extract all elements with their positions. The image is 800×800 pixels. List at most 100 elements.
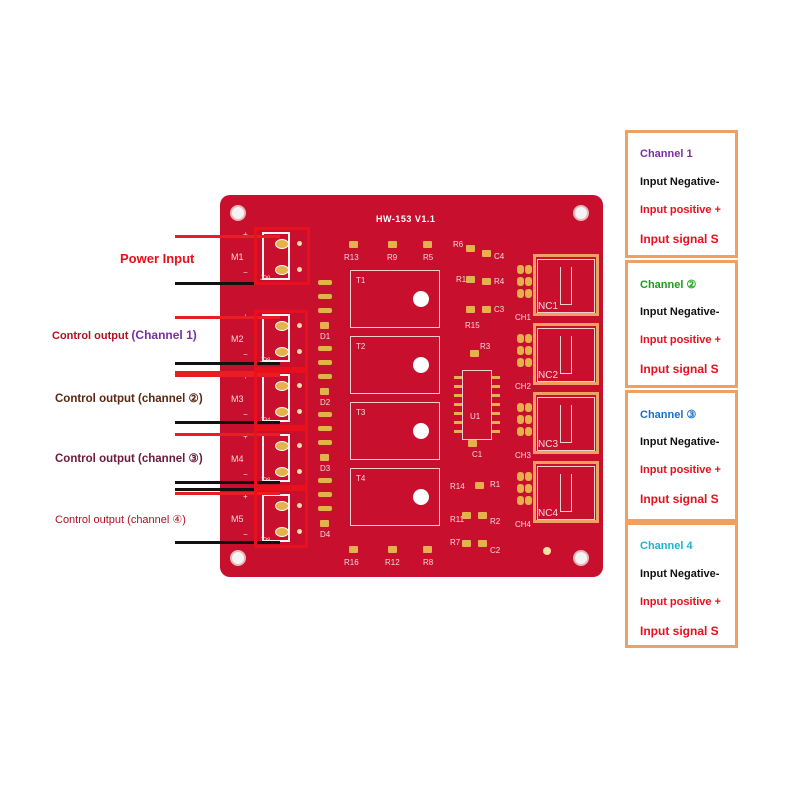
mosfet-pin — [318, 374, 332, 379]
channel-panel-positive: Input positive + — [640, 334, 721, 346]
mosfet — [350, 270, 440, 328]
opto-block — [537, 259, 595, 313]
wire-positive — [175, 316, 280, 319]
wire-negative — [175, 362, 280, 365]
terminal-label: M1 — [231, 252, 244, 262]
mosfet-pin — [318, 346, 332, 351]
silk-r11: R11 — [450, 515, 465, 524]
opto-label: NC4 — [538, 508, 559, 519]
ic-pin — [454, 430, 462, 433]
opto-outline — [560, 336, 572, 374]
terminal-via — [297, 241, 302, 246]
channel-panel: Channel ② Input Negative- Input positive… — [625, 260, 738, 388]
input-pin-pad — [517, 289, 524, 298]
silk-r2: R2 — [490, 517, 501, 526]
pad — [482, 306, 491, 313]
silk-r13: R13 — [344, 253, 359, 262]
channel-label: CH1 — [515, 313, 532, 322]
diode-pad — [320, 388, 329, 395]
mosfet — [350, 336, 440, 394]
wire-negative — [175, 488, 280, 491]
silk-r4: R4 — [494, 277, 505, 286]
terminal-plus: + — [243, 432, 248, 441]
diode-label: D3 — [320, 464, 331, 473]
terminal-jp: JP8 — [260, 358, 271, 364]
ch1-suffix: (Channel 1) — [131, 328, 197, 342]
ic-pin — [492, 394, 500, 397]
channel-panel: Channel ③ Input Negative- Input positive… — [625, 390, 738, 522]
mosfet-pin — [318, 478, 332, 483]
power-input-label: Power Input — [120, 251, 195, 266]
diode-label: D2 — [320, 398, 331, 407]
ic-pin — [492, 421, 500, 424]
channel-panel-negative: Input Negative- — [640, 306, 720, 318]
pad — [462, 512, 471, 519]
mount-hole-tl — [230, 205, 246, 221]
ch4-input-highlight — [533, 461, 599, 523]
silk-r14: R14 — [450, 482, 465, 491]
terminal-via — [297, 267, 302, 272]
opto-outline — [560, 405, 572, 443]
pad — [388, 241, 397, 248]
ic-pin — [454, 385, 462, 388]
input-pin-pad — [525, 496, 532, 505]
input-pin-pad — [525, 472, 532, 481]
silk-r7: R7 — [450, 538, 461, 547]
pad — [470, 350, 479, 357]
output4-highlight — [254, 488, 308, 548]
terminal-via — [297, 383, 302, 388]
terminal-pad — [275, 265, 289, 275]
ch1-prefix: Control output — [52, 330, 132, 342]
input-pin-pad — [517, 484, 524, 493]
wire-positive — [175, 374, 280, 377]
terminal-via — [297, 349, 302, 354]
terminal-block — [262, 314, 290, 362]
silk-r10: R10 — [456, 275, 471, 284]
input-pin-pad — [525, 289, 532, 298]
diode-label: D1 — [320, 332, 331, 341]
channel-panel-title: Channel 1 — [640, 148, 693, 160]
input-pin-pad — [517, 358, 524, 367]
silk-r16: R16 — [344, 558, 359, 567]
wire-negative — [175, 282, 280, 285]
opto-block — [537, 397, 595, 451]
terminal-pad — [275, 347, 289, 357]
terminal-via — [297, 409, 302, 414]
opto-outline — [560, 474, 572, 512]
pad — [478, 512, 487, 519]
mosfet-pin — [318, 440, 332, 445]
channel-panel-signal: Input signal S — [640, 232, 719, 246]
channel-panel: Channel 4 Input Negative- Input positive… — [625, 522, 738, 648]
silk-u1: U1 — [470, 412, 481, 421]
ic-pin — [492, 385, 500, 388]
terminal-label: M3 — [231, 394, 244, 404]
mosfet-pin — [318, 492, 332, 497]
ic-pin — [454, 376, 462, 379]
input-pin-pad — [517, 334, 524, 343]
ch2-input-highlight — [533, 323, 599, 385]
mosfet-label: T4 — [356, 474, 366, 483]
input-pin-pad — [517, 277, 524, 286]
channel-panel-signal: Input signal S — [640, 492, 719, 506]
pad — [466, 306, 475, 313]
pad — [349, 241, 358, 248]
input-pin-pad — [517, 415, 524, 424]
control-output-ch3-label: Control output (channel ③) — [55, 453, 203, 465]
silk-r5: R5 — [423, 253, 434, 262]
ic-pin — [492, 412, 500, 415]
terminal-label: M5 — [231, 514, 244, 524]
ic-pin — [492, 403, 500, 406]
terminal-minus: − — [243, 410, 248, 419]
opto-block — [537, 328, 595, 382]
pad — [466, 276, 475, 283]
input-pin-pad — [525, 358, 532, 367]
ic-pin — [454, 403, 462, 406]
channel-panel-title: Channel ③ — [640, 409, 697, 421]
terminal-block — [262, 232, 290, 280]
silk-r6: R6 — [453, 240, 464, 249]
mosfet-pin — [318, 280, 332, 285]
led-dot — [543, 547, 551, 555]
channel-panel-title: Channel 4 — [640, 540, 693, 552]
control-output-ch2-label: Control output (channel ②) — [55, 393, 203, 405]
control-output-ch4-label: Control output (channel ④) — [55, 514, 186, 526]
